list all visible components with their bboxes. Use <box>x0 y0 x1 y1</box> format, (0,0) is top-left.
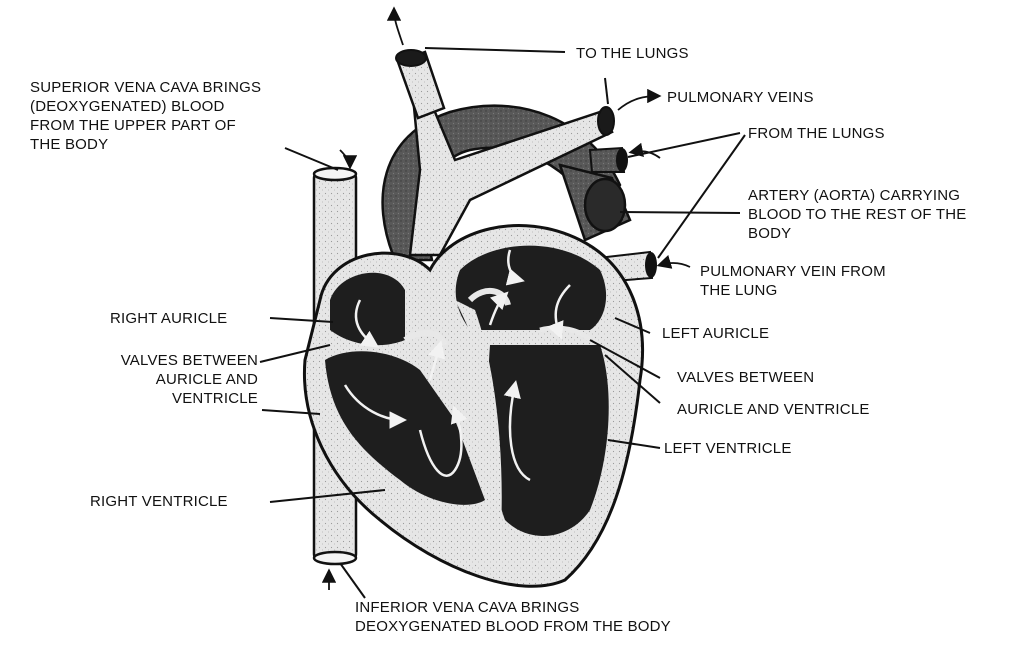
label-line: INFERIOR VENA CAVA BRINGS <box>355 598 671 617</box>
label-pulmonary-veins: PULMONARY VEINS <box>667 88 814 107</box>
label-left-ventricle: LEFT VENTRICLE <box>664 439 792 458</box>
label-left-auricle: LEFT AURICLE <box>662 324 769 343</box>
label-line: VENTRICLE <box>82 389 258 408</box>
label-line: AURICLE AND <box>82 370 258 389</box>
label-valves-left: VALVES BETWEEN AURICLE AND VENTRICLE <box>82 351 258 408</box>
label-line: PULMONARY VEIN FROM <box>700 262 886 281</box>
label-line: BLOOD TO THE REST OF THE <box>748 205 966 224</box>
label-line: ARTERY (AORTA) CARRYING <box>748 186 966 205</box>
label-line: BODY <box>748 224 966 243</box>
label-from-the-lungs: FROM THE LUNGS <box>748 124 885 143</box>
label-pulmonary-vein-from-lung: PULMONARY VEIN FROM THE LUNG <box>700 262 886 300</box>
label-line: VALVES BETWEEN <box>82 351 258 370</box>
label-aorta: ARTERY (AORTA) CARRYING BLOOD TO THE RES… <box>748 186 966 243</box>
label-line: DEOXYGENATED BLOOD FROM THE BODY <box>355 617 671 636</box>
label-right-auricle: RIGHT AURICLE <box>110 309 227 328</box>
left-ventricle-chamber <box>488 345 609 536</box>
label-line: FROM THE UPPER PART OF <box>30 116 261 135</box>
label-inferior-vena-cava: INFERIOR VENA CAVA BRINGS DEOXYGENATED B… <box>355 598 671 636</box>
label-valves-right-line2: AURICLE AND VENTRICLE <box>677 400 870 419</box>
label-superior-vena-cava: SUPERIOR VENA CAVA BRINGS (DEOXYGENATED)… <box>30 78 261 154</box>
label-valves-right-line1: VALVES BETWEEN <box>677 368 814 387</box>
label-right-ventricle: RIGHT VENTRICLE <box>90 492 228 511</box>
label-line: SUPERIOR VENA CAVA BRINGS <box>30 78 261 97</box>
label-to-the-lungs: TO THE LUNGS <box>576 44 689 63</box>
label-line: (DEOXYGENATED) BLOOD <box>30 97 261 116</box>
label-line: THE BODY <box>30 135 261 154</box>
label-line: THE LUNG <box>700 281 886 300</box>
